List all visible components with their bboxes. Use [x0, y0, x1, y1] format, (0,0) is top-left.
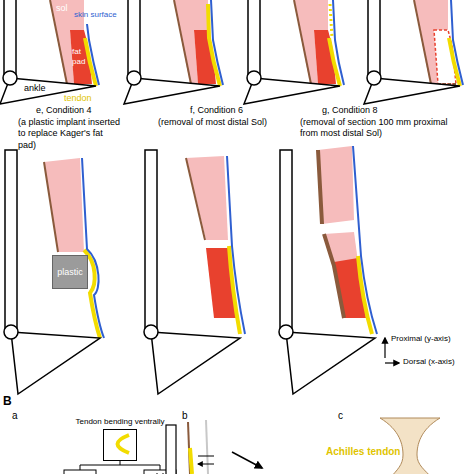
skin-line [206, 420, 208, 474]
muscle-edge [50, 0, 67, 84]
leg-bones [244, 0, 340, 104]
part-label: skin surface [74, 10, 117, 20]
soleus-muscle [186, 156, 228, 240]
leg-bones [144, 150, 240, 394]
panel-letter: b [182, 410, 188, 423]
panel-f [144, 150, 245, 394]
part-label: ankle [24, 83, 46, 94]
skin-line [87, 24, 99, 85]
muscle-edge [318, 150, 344, 318]
leg-bones [364, 0, 460, 104]
panel-caption: (a plastic implant inserted to replace K… [18, 117, 122, 151]
category-box: Tendon bending ventrally [75, 417, 166, 461]
leg-bones [4, 150, 100, 394]
icon-frame [103, 429, 137, 461]
panel-caption: (removal of section 100 mm proximal from… [300, 117, 460, 140]
panel-top-2 [124, 0, 223, 104]
soleus-muscle [44, 158, 84, 252]
skin-line [211, 0, 223, 85]
leg-bones [279, 150, 375, 394]
muscle-edge [414, 0, 431, 84]
panel-title: e, Condition 4 [36, 105, 92, 116]
panel-title: g, Condition 8 [322, 105, 378, 116]
axis-label: Dorsal (x-axis) [403, 357, 455, 367]
tree-lines [80, 460, 160, 470]
panel-top-3 [244, 0, 344, 104]
branch-box [64, 470, 96, 474]
axis-label: Proximal (y-axis) [391, 334, 451, 344]
implant-box: plastic [52, 255, 88, 289]
muscle-edge [174, 0, 191, 84]
pointer-arrow [232, 452, 262, 468]
panel-g [279, 146, 377, 394]
arrow-pair [157, 473, 163, 474]
part-label: tendon [64, 93, 92, 104]
panel-e [4, 150, 104, 394]
panel-caption: (removal of most distal Sol) [158, 117, 267, 128]
skin-line [353, 146, 377, 334]
panel-title: f, Condition 6 [190, 105, 243, 116]
skin-line [333, 0, 344, 85]
part-label: fat pad [72, 47, 90, 67]
skin-line [227, 156, 245, 334]
tendon-line [229, 246, 240, 334]
skin-line [451, 0, 463, 85]
tendon-line [358, 256, 372, 334]
leg-bones [124, 0, 220, 104]
muscle-edge [186, 158, 205, 240]
panel-letter: a [12, 410, 18, 423]
skin-line [82, 158, 104, 338]
tibia-bone [166, 425, 176, 474]
muscle-edge [294, 0, 311, 84]
force-arrows [198, 456, 214, 464]
structure-label: Achilles tendon [326, 446, 400, 459]
muscle-edge [44, 162, 58, 252]
panel-letter: c [338, 410, 343, 423]
tendon-dotted [330, 4, 332, 38]
part-label: sol [56, 3, 68, 14]
bent-tendon-icon [118, 435, 130, 453]
axis-arrow [384, 338, 385, 358]
tendon-line [190, 448, 192, 474]
axis-arrow [385, 362, 399, 363]
box-label: plastic [57, 267, 83, 277]
box-heading: Tendon bending ventrally [75, 417, 166, 427]
section-letter: B [3, 394, 12, 409]
panel-top-4 [364, 0, 463, 104]
soleus-muscle [318, 146, 354, 224]
